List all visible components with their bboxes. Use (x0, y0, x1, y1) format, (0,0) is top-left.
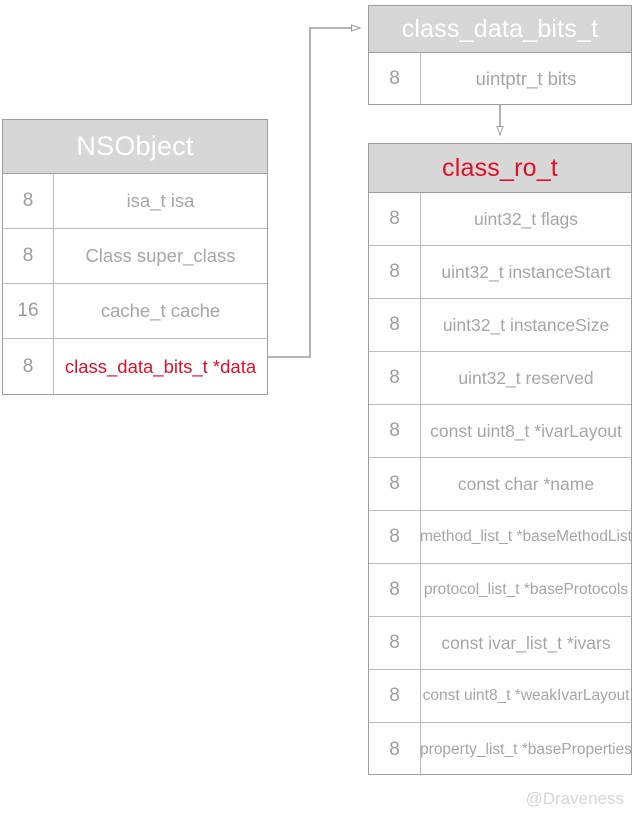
cell-size: 8 (3, 229, 54, 283)
cell-member: uint32_t flags (473, 208, 579, 229)
table-nsobject-title: NSObject (76, 131, 194, 161)
cell-size: 8 (369, 246, 421, 298)
table-row: 16 cache_t cache (3, 284, 267, 339)
cell-member: property_list_t *baseProperties (421, 740, 631, 758)
cell-member: uint32_t reserved (458, 367, 594, 388)
table-row: 8 const uint8_t *ivarLayout (369, 405, 631, 458)
cell-member: cache_t cache (100, 300, 221, 321)
cell-size: 8 (369, 299, 421, 351)
watermark: @Draveness (525, 789, 624, 808)
table-class-data-bits-t-header: class_data_bits_t (369, 6, 631, 53)
cell-size: 8 (369, 405, 421, 457)
table-row: 8 protocol_list_t *baseProtocols (369, 564, 631, 617)
cell-size: 8 (3, 174, 54, 228)
table-class-data-bits-t: class_data_bits_t 8 uintptr_t bits (368, 5, 632, 105)
cell-size: 8 (369, 670, 421, 722)
table-class-ro-t: class_ro_t 8 uint32_t flags 8 uint32_t i… (368, 143, 632, 776)
cell-size: 16 (3, 284, 54, 338)
cell-size: 8 (369, 458, 421, 510)
cell-size: 8 (369, 564, 421, 616)
cell-member: isa_t isa (126, 190, 195, 211)
cell-size: 8 (369, 193, 421, 245)
table-row: 8 property_list_t *baseProperties (369, 723, 631, 776)
table-row: 8 uint32_t instanceStart (369, 246, 631, 299)
table-nsobject: NSObject 8 isa_t isa 8 Class super_class… (2, 119, 268, 395)
cell-size: 8 (369, 511, 421, 563)
table-row: 8 Class super_class (3, 229, 267, 284)
cell-member: protocol_list_t *baseProtocols (423, 581, 629, 598)
cell-member: const ivar_list_t *ivars (441, 632, 611, 653)
table-row: 8 const ivar_list_t *ivars (369, 617, 631, 670)
table-row: 8 uint32_t reserved (369, 352, 631, 405)
cell-member: const uint8_t *ivarLayout (430, 420, 622, 441)
cell-size: 8 (3, 339, 54, 394)
connector-data-to-class-data-bits (268, 24, 362, 358)
table-class-ro-t-header: class_ro_t (369, 144, 631, 193)
cell-member: method_list_t *baseMethodList (421, 528, 631, 545)
cell-member: uintptr_t bits (475, 67, 577, 89)
table-row: 8 uintptr_t bits (369, 53, 631, 104)
table-class-ro-t-title: class_ro_t (442, 153, 558, 182)
cell-size: 8 (369, 617, 421, 669)
table-row: 8 const uint8_t *weakIvarLayout (369, 670, 631, 723)
cell-size: 8 (369, 53, 421, 104)
table-row: 8 const char *name (369, 458, 631, 511)
cell-member: const uint8_t *weakIvarLayout (422, 687, 630, 704)
cell-size: 8 (369, 723, 421, 776)
cell-member-highlighted: class_data_bits_t *data (64, 355, 257, 377)
table-row: 8 uint32_t instanceSize (369, 299, 631, 352)
table-row: 8 method_list_t *baseMethodList (369, 511, 631, 564)
table-row: 8 uint32_t flags (369, 193, 631, 246)
cell-member: uint32_t instanceSize (442, 314, 610, 335)
table-row: 8 isa_t isa (3, 174, 267, 229)
table-nsobject-header: NSObject (3, 120, 267, 174)
table-row: 8 class_data_bits_t *data (3, 339, 267, 394)
cell-size: 8 (369, 352, 421, 404)
cell-member: uint32_t instanceStart (441, 261, 611, 282)
cell-member: Class super_class (85, 245, 236, 266)
cell-member: const char *name (457, 473, 595, 494)
table-class-data-bits-t-title: class_data_bits_t (401, 14, 599, 43)
